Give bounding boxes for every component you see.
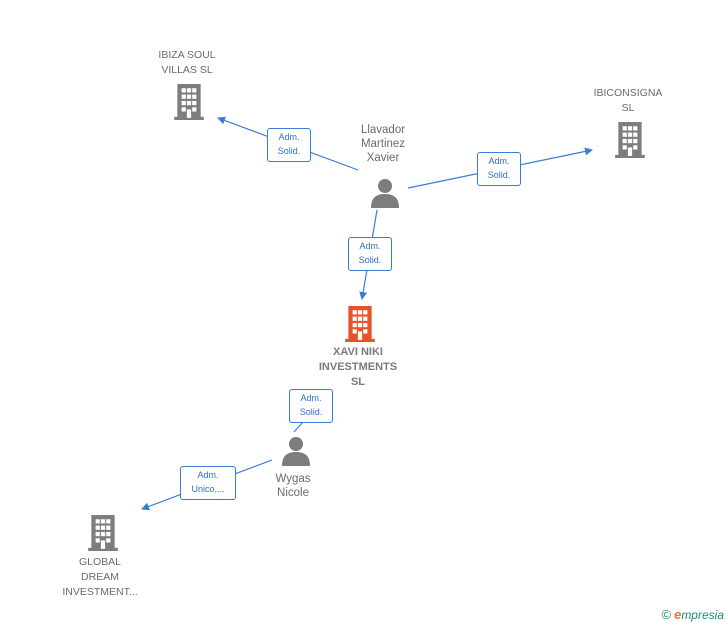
node-label-wygas-nicole[interactable]: Wygas Nicole: [275, 473, 311, 499]
edge-label-adm-solid: Adm. Solid.: [289, 389, 333, 423]
node-label-global-dream-investment[interactable]: GLOBAL DREAM INVESTMENT...: [62, 556, 138, 598]
edge-label-adm-unico: Adm. Unico,...: [180, 466, 236, 500]
edge-label-adm-solid: Adm. Solid.: [267, 128, 311, 162]
building-icon[interactable]: [174, 84, 204, 120]
person-icon[interactable]: [371, 179, 399, 208]
empresia-logo[interactable]: ©empresia: [661, 607, 724, 622]
edge-label-adm-solid: Adm. Solid.: [477, 152, 521, 186]
node-label-xavi-niki-investments[interactable]: XAVI NIKI INVESTMENTS SL: [318, 346, 398, 388]
building-icon[interactable]: [345, 306, 375, 342]
brand-name: mpresia: [681, 608, 724, 622]
node-label-ibiza-soul-villas[interactable]: IBIZA SOUL VILLAS SL: [158, 49, 216, 76]
node-label-llavador-martinez-xavier[interactable]: Llavador Martinez Xavier: [360, 124, 406, 164]
node-label-ibiconsigna[interactable]: IBICONSIGNA SL: [593, 87, 663, 114]
brand-initial: e: [674, 607, 682, 622]
building-icon[interactable]: [615, 122, 645, 158]
building-icon[interactable]: [88, 515, 118, 551]
edge-label-adm-solid: Adm. Solid.: [348, 237, 392, 271]
copyright-symbol: ©: [661, 607, 672, 622]
person-icon[interactable]: [282, 437, 310, 466]
